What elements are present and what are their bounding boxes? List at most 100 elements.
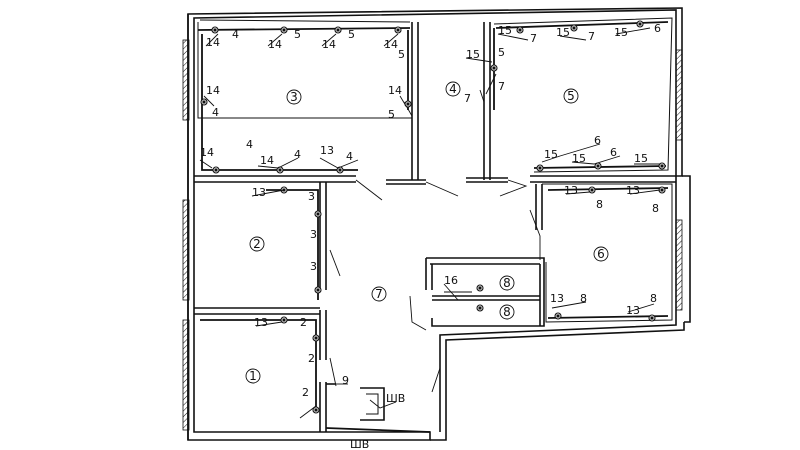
fixture-label: 13 <box>252 186 266 199</box>
fixture-label: 7 <box>498 80 505 93</box>
room-marker-4: 4 <box>445 81 461 97</box>
fixture-label: ШВ <box>386 392 405 405</box>
fixture-label: 5 <box>398 48 405 61</box>
fixture <box>212 166 220 174</box>
fixture-label: 13 <box>626 184 640 197</box>
fixture <box>588 186 596 194</box>
fixture-label: 2 <box>302 386 309 399</box>
fixture <box>554 312 562 320</box>
fixture-label: 4 <box>246 138 253 151</box>
fixture-label: 7 <box>464 92 471 105</box>
label-leaders <box>199 27 661 419</box>
fixture-label: 7 <box>375 287 383 301</box>
fixture-label: 6 <box>597 247 605 261</box>
fixture <box>312 406 320 414</box>
fixture <box>276 166 284 174</box>
fixture <box>312 334 320 342</box>
fixture <box>314 210 322 218</box>
fixture-label: 15 <box>556 26 570 39</box>
fixture-label: 14 <box>384 38 398 51</box>
fixture <box>476 304 484 312</box>
fixture-label: 16 <box>444 274 458 287</box>
fixture-labels: 14 4 14 5 14 5 14 5 14 4 14 5 14 4 14 4 … <box>200 22 661 450</box>
fixture-label: 5 <box>498 46 505 59</box>
fixture-label: 7 <box>588 30 595 43</box>
fixture <box>476 284 484 292</box>
fixture <box>658 186 666 194</box>
room-markers: 3 4 5 2 7 6 8 8 1 <box>245 81 609 384</box>
fixture-label: 15 <box>544 148 558 161</box>
fixture-label: 3 <box>308 190 315 203</box>
fixture <box>594 162 602 170</box>
fixture-label: 15 <box>466 48 480 61</box>
room-marker-8b: 8 <box>499 304 515 320</box>
fixture-label: ШВ <box>350 438 369 450</box>
fixture <box>394 26 402 34</box>
fixture-label: 3 <box>310 260 317 273</box>
room-marker-2: 2 <box>249 236 265 252</box>
fixture-label: 8 <box>652 202 659 215</box>
fixture <box>280 316 288 324</box>
fixture <box>200 98 208 106</box>
fixture-label: 2 <box>253 237 261 251</box>
window-hatches <box>182 39 683 431</box>
fixture-label: 8 <box>503 305 511 319</box>
fixture-label: 5 <box>567 89 575 103</box>
fixture-label: 4 <box>346 150 353 163</box>
fixture-label: 6 <box>654 22 661 35</box>
room-marker-3: 3 <box>286 89 302 105</box>
fixture <box>280 26 288 34</box>
fixture-label: 9 <box>342 374 349 387</box>
fixture-label: 14 <box>322 38 336 51</box>
fixture <box>516 26 524 34</box>
room-marker-6: 6 <box>593 246 609 262</box>
fixture-label: 4 <box>294 148 301 161</box>
fixture <box>404 100 412 108</box>
fixture-label: 2 <box>300 316 307 329</box>
fixture-label: 6 <box>594 134 601 147</box>
fixture-label: 14 <box>200 146 214 159</box>
fixture-label: 4 <box>212 106 219 119</box>
fixture-label: 1 <box>249 369 257 383</box>
fixture-label: 3 <box>310 228 317 241</box>
fixture-label: 8 <box>503 276 511 290</box>
fixture-label: 13 <box>564 184 578 197</box>
fixture <box>490 64 498 72</box>
fixture-label: 14 <box>206 36 220 49</box>
fixture <box>648 314 656 322</box>
fixture-label: 15 <box>614 26 628 39</box>
fixture-label: 14 <box>388 84 402 97</box>
pipes <box>197 21 669 433</box>
fixture <box>211 26 219 34</box>
fixture <box>314 286 322 294</box>
interior-walls <box>194 17 676 432</box>
room-marker-7: 7 <box>371 286 387 302</box>
fixture-label: 15 <box>498 24 512 37</box>
outer-walls <box>187 7 691 441</box>
fixture-label: 4 <box>232 28 239 41</box>
room-marker-5: 5 <box>563 88 579 104</box>
fixture <box>334 26 342 34</box>
fixture-label: 13 <box>550 292 564 305</box>
fixture <box>536 164 544 172</box>
fixtures <box>200 20 666 414</box>
room-marker-8a: 8 <box>499 275 515 291</box>
fixture <box>636 20 644 28</box>
fixture-label: 15 <box>572 152 586 165</box>
fixture <box>570 24 578 32</box>
fixture-label: 2 <box>308 352 315 365</box>
fixture-label: 3 <box>290 90 298 104</box>
room-marker-1: 1 <box>245 368 261 384</box>
fixture-label: 5 <box>294 28 301 41</box>
fixture-label: 14 <box>206 84 220 97</box>
fixture-label: 7 <box>530 32 537 45</box>
fixture-label: 6 <box>610 146 617 159</box>
fixture-label: 13 <box>626 304 640 317</box>
fixture-label: 13 <box>320 144 334 157</box>
fixture-label: 8 <box>650 292 657 305</box>
fixture-label: 15 <box>634 152 648 165</box>
fixture-label: 13 <box>254 316 268 329</box>
door-swings <box>329 89 541 393</box>
fixture-label: 14 <box>268 38 282 51</box>
